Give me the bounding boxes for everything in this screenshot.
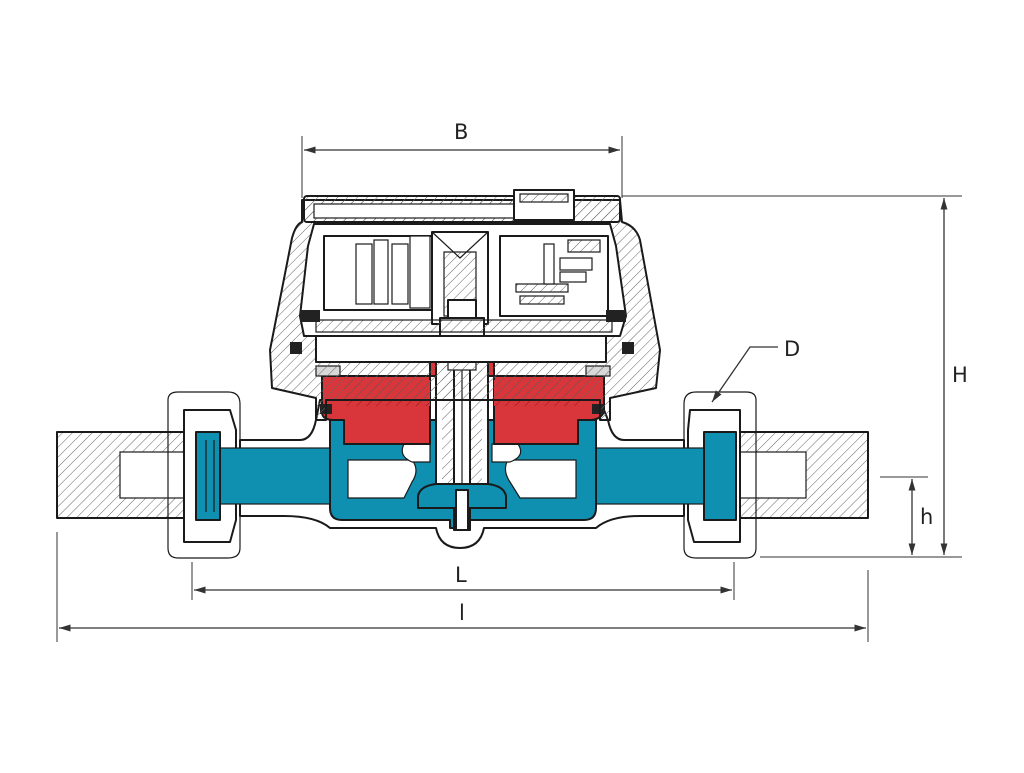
dimension-l-overall: l	[56, 532, 869, 642]
dimension-label-small-l: l	[459, 601, 465, 625]
dimension-h-total: H	[622, 195, 968, 558]
right-connector	[735, 431, 869, 519]
dimension-l-body: L	[191, 562, 735, 600]
right-union-nut	[683, 391, 757, 559]
dimension-label-d: D	[784, 337, 800, 361]
left-union-nut	[167, 391, 241, 559]
dimension-b: B	[301, 120, 623, 198]
dimension-h-axis: h	[880, 476, 933, 555]
dimension-label-b: B	[454, 120, 468, 144]
dimension-label-small-h: h	[920, 505, 933, 529]
dimension-label-big-h: H	[952, 363, 968, 387]
register-housing	[269, 189, 661, 421]
left-connector	[56, 431, 191, 519]
dimension-label-big-l: L	[455, 563, 467, 587]
dimension-d: D	[711, 337, 800, 403]
